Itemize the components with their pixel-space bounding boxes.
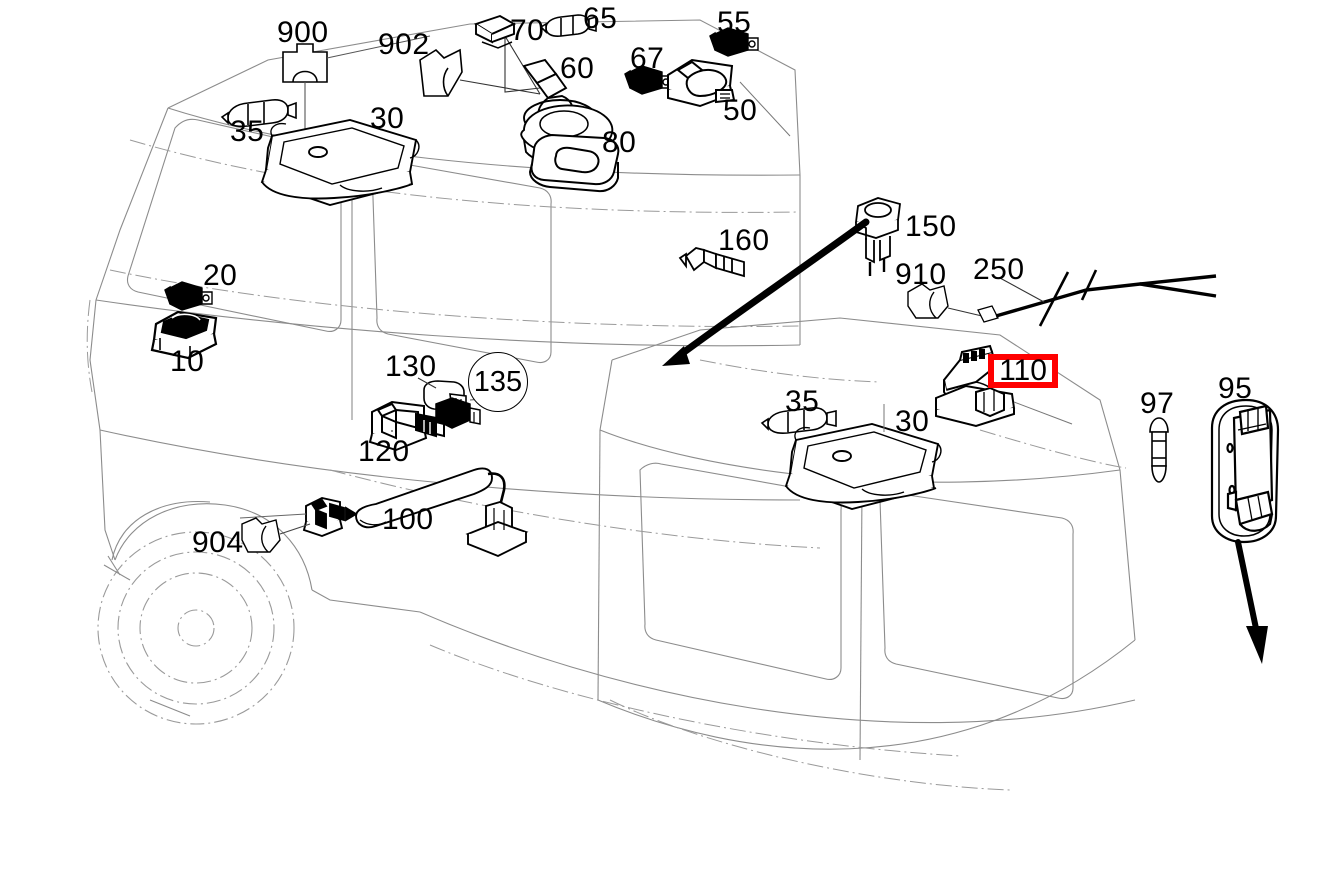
arrow-150 <box>672 218 870 362</box>
callout-150[interactable]: 150 <box>905 210 957 243</box>
callout-250[interactable]: 250 <box>973 253 1025 286</box>
part-910-grommet <box>907 283 949 319</box>
part-120-lamp-housing <box>368 400 445 452</box>
callout-35b[interactable]: 35 <box>785 385 820 418</box>
callout-70[interactable]: 70 <box>510 14 545 47</box>
callout-160[interactable]: 160 <box>718 224 770 257</box>
part-35b-bulb <box>760 407 837 434</box>
callout-910[interactable]: 910 <box>895 258 947 291</box>
leader-50 <box>739 81 791 137</box>
callout-35[interactable]: 35 <box>230 115 265 148</box>
leader-110 <box>1013 401 1073 425</box>
callout-100[interactable]: 100 <box>382 503 434 536</box>
callout-30[interactable]: 30 <box>370 102 405 135</box>
callout-50[interactable]: 50 <box>723 94 758 127</box>
arrow-150-head <box>662 346 690 366</box>
callout-55[interactable]: 55 <box>717 6 752 39</box>
part-902-seal <box>419 48 463 97</box>
part-50-roof-lamp <box>667 58 736 108</box>
part-65-bulb <box>539 14 597 37</box>
part-904-grommet <box>241 517 281 553</box>
part-30-overhead-console <box>260 119 420 206</box>
callout-10[interactable]: 10 <box>170 345 205 378</box>
callout-67[interactable]: 67 <box>630 42 665 75</box>
callout-65[interactable]: 65 <box>583 2 618 35</box>
part-95-door-handle-lamp <box>1210 398 1280 544</box>
part-160-sensor <box>678 247 745 278</box>
leader-902 <box>459 79 541 95</box>
front-wheel <box>97 531 295 725</box>
callout-95[interactable]: 95 <box>1218 372 1253 405</box>
callout-900[interactable]: 900 <box>277 16 329 49</box>
leader-60 <box>504 36 541 93</box>
callout-902[interactable]: 902 <box>378 28 430 61</box>
arrow-95 <box>1235 539 1261 641</box>
part-150-switch <box>855 197 901 276</box>
callout-135-label: 135 <box>473 365 523 398</box>
part-70-antenna-cap <box>473 14 517 49</box>
part-250-antenna-cable <box>977 269 1217 327</box>
arrow-95-head <box>1246 626 1268 664</box>
callout-110-highlighted[interactable]: 110 <box>988 354 1058 388</box>
vehicle-body-hidden-lines <box>86 139 1127 791</box>
callout-97[interactable]: 97 <box>1140 387 1175 420</box>
callout-120[interactable]: 120 <box>358 435 410 468</box>
leader-910-to-250 <box>947 307 983 317</box>
leader-904 <box>279 523 311 535</box>
part-97-bulb <box>1149 417 1169 483</box>
part-100-tube-lamp <box>302 467 529 558</box>
part-55-bulb <box>709 27 759 57</box>
wheel-arch <box>103 500 211 717</box>
callout-904[interactable]: 904 <box>192 526 244 559</box>
part-35-bulb <box>220 99 297 128</box>
callout-135-circle[interactable]: 135 <box>468 352 528 412</box>
part-80-gasket <box>528 133 620 193</box>
callout-20[interactable]: 20 <box>203 259 238 292</box>
leader-130 <box>417 377 437 389</box>
leader-250 <box>999 277 1045 303</box>
part-20-bulb <box>164 281 213 311</box>
part-30b-overhead-console <box>784 423 942 510</box>
part-10-interior-lamp <box>150 310 218 360</box>
callout-110-label: 110 <box>999 354 1047 387</box>
callout-30b[interactable]: 30 <box>895 405 930 438</box>
callout-130[interactable]: 130 <box>385 350 437 383</box>
part-135-connector <box>435 397 481 429</box>
part-900-grommet <box>282 43 328 83</box>
callout-60[interactable]: 60 <box>560 52 595 85</box>
callout-80[interactable]: 80 <box>602 126 637 159</box>
leader-100-to-120 <box>239 513 307 519</box>
leader-900-b <box>326 35 431 59</box>
